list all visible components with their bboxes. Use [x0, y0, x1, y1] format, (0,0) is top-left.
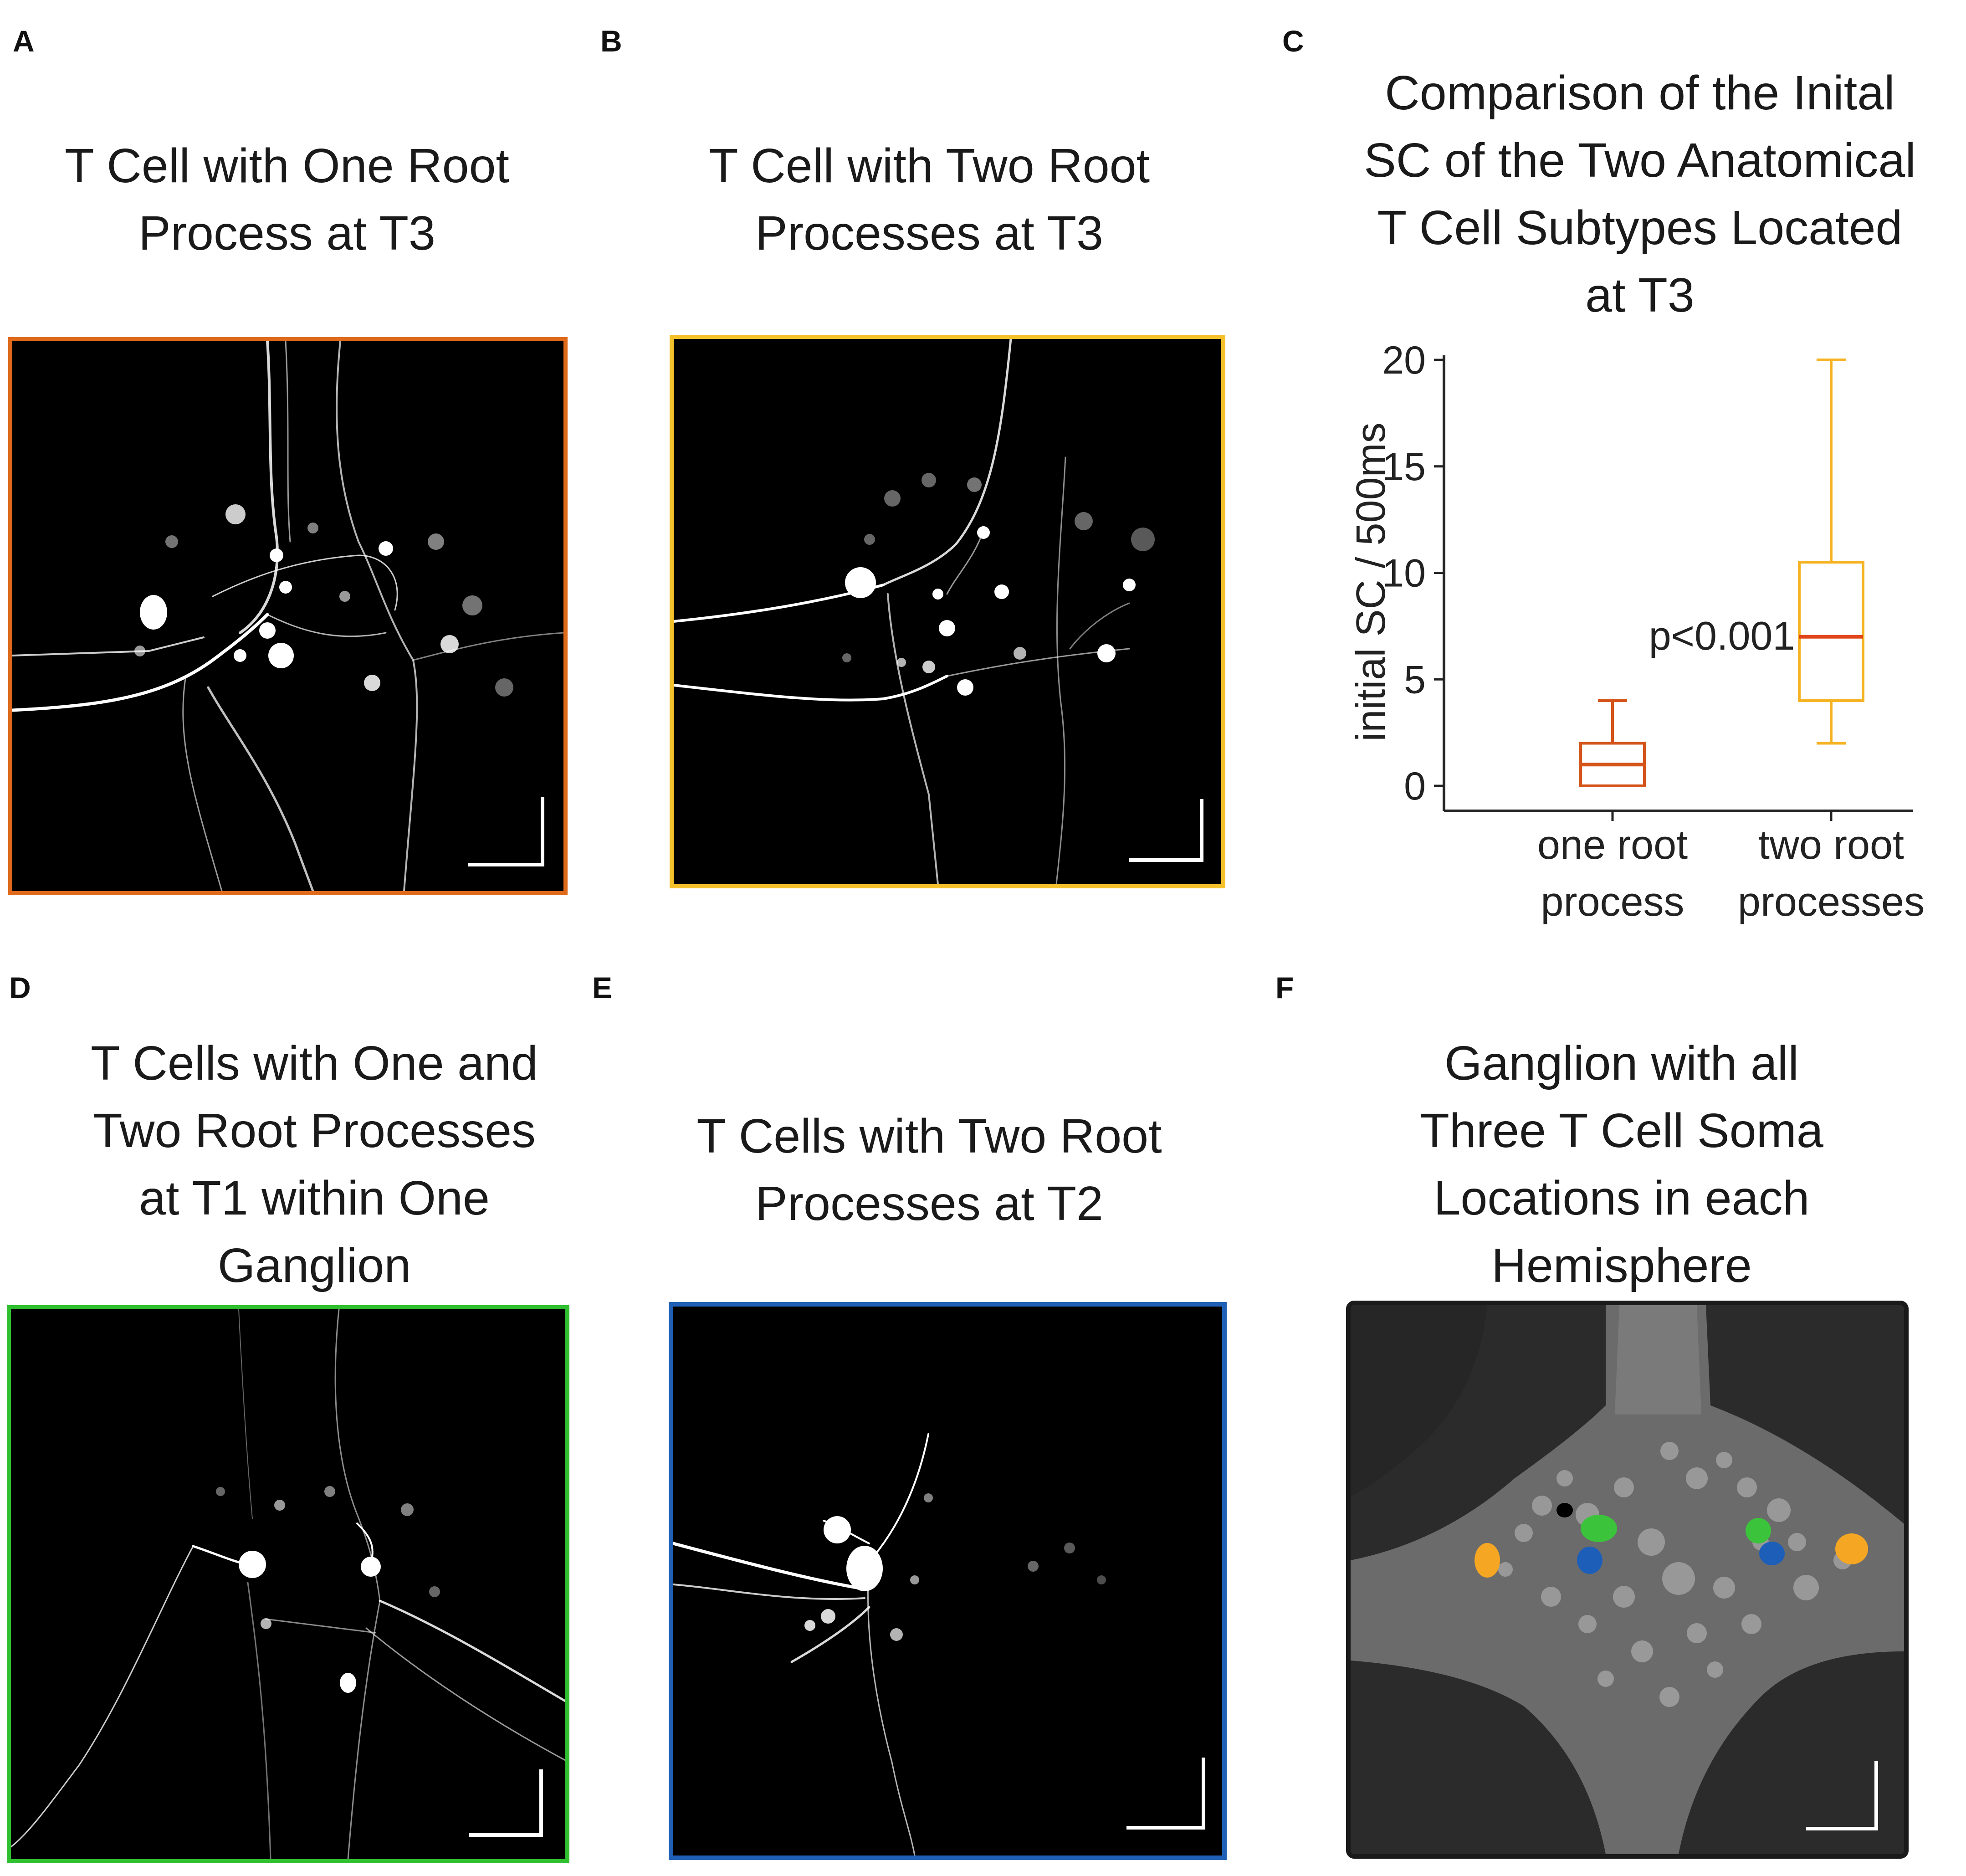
panel-e-title: T Cells with Two Root Processes at T2: [656, 1102, 1203, 1237]
boxplot-chart: 0 5 10 15 20 one root process two root processe…: [1348, 338, 1925, 925]
panel-f-title: Ganglion with all Three T Cell Soma Loca…: [1344, 1030, 1899, 1299]
y-tick-label: 10: [1382, 552, 1426, 595]
scale-bar: [1126, 1758, 1205, 1830]
panel-d-title-line-3: at T1 within One: [139, 1171, 490, 1225]
panel-b-micrograph: [670, 335, 1225, 888]
panel-b-title-line-1: T Cell with Two Root: [708, 139, 1150, 193]
y-tick-label: 5: [1404, 658, 1426, 702]
x-tick-label: one root: [1537, 822, 1688, 868]
orange-soma-marker: [1474, 1543, 1500, 1578]
panel-c-title: Comparison of the Inital SC of the Two A…: [1321, 59, 1959, 329]
panel-f-title-line-2: Three T Cell Soma: [1420, 1104, 1823, 1158]
panel-c-title-line-2: SC of the Two Anatomical: [1364, 133, 1916, 187]
green-soma-marker: [1581, 1515, 1617, 1542]
blue-soma-marker: [1577, 1547, 1602, 1574]
panel-e-micrograph: [669, 1302, 1227, 1860]
y-tick-label: 20: [1382, 338, 1426, 382]
panel-letter-b: B: [600, 24, 622, 58]
y-tick-label: 0: [1404, 764, 1426, 808]
panel-b-neuron-image: [674, 339, 1155, 884]
panel-a-neuron-image: [12, 341, 563, 891]
panel-d-title-line-2: Two Root Processes: [92, 1104, 536, 1158]
y-axis-label: initial SC / 500ms: [1348, 422, 1394, 741]
orange-soma-marker: [1835, 1533, 1868, 1564]
black-soma-marker: [1556, 1503, 1573, 1517]
chart-boxes: [1579, 359, 1864, 787]
panel-e-neuron-image: [673, 1433, 1106, 1855]
panel-c-title-line-1: Comparison of the Inital: [1385, 66, 1895, 120]
y-tick-label: 15: [1382, 445, 1426, 489]
panel-f-ganglion-image: [1351, 1305, 1904, 1854]
p-value-annotation: p<0.001: [1649, 613, 1795, 658]
panel-a-title-line-1: T Cell with One Root: [65, 139, 509, 193]
panel-letter-e: E: [592, 971, 613, 1005]
panel-letter-f: F: [1275, 971, 1294, 1005]
box-iqr: [1798, 561, 1864, 702]
panel-b-title-line-2: Processes at T3: [755, 206, 1103, 260]
scale-bar: [1806, 1761, 1878, 1830]
box-2: [1798, 359, 1864, 745]
panel-f-micrograph: [1346, 1301, 1909, 1859]
blue-soma-marker: [1759, 1542, 1785, 1565]
scale-bar: [469, 1769, 543, 1837]
chart-labels: one root process two root processes initial …: [1348, 422, 1925, 925]
panel-e-title-line-2: Processes at T2: [755, 1177, 1103, 1230]
panel-e-title-line-1: T Cells with Two Root: [696, 1109, 1162, 1163]
box-1: [1579, 699, 1646, 787]
panel-a-title: T Cell with One Root Process at T3: [14, 132, 560, 267]
panel-f-title-line-3: Locations in each: [1434, 1171, 1810, 1225]
scale-bar: [1129, 799, 1203, 862]
panel-c-title-line-4: at T3: [1585, 268, 1695, 322]
scale-bar: [468, 797, 544, 866]
x-tick-label: processes: [1738, 879, 1925, 925]
panel-d-neuron-image: [11, 1309, 565, 1859]
panel-d-title-line-1: T Cells with One and: [91, 1036, 538, 1090]
x-tick-label: two root: [1758, 822, 1904, 868]
panel-letter-c: C: [1282, 24, 1304, 58]
panel-letter-d: D: [9, 971, 31, 1005]
panel-b-title: T Cell with Two Root Processes at T3: [656, 132, 1203, 267]
chart-axes: 0 5 10 15 20: [1382, 338, 1913, 821]
green-soma-marker: [1746, 1518, 1771, 1543]
panel-letter-a: A: [13, 24, 35, 58]
panel-f-title-line-4: Hemisphere: [1491, 1239, 1752, 1292]
panel-d-title-line-4: Ganglion: [217, 1239, 411, 1292]
x-tick-label: process: [1541, 879, 1684, 925]
panel-d-title: T Cells with One and Two Root Processes …: [36, 1030, 592, 1299]
panel-c-title-line-3: T Cell Subtypes Located: [1377, 201, 1903, 255]
panel-d-micrograph: [7, 1305, 569, 1863]
panel-f-title-line-1: Ganglion with all: [1444, 1036, 1799, 1090]
panel-a-micrograph: [8, 337, 568, 895]
panel-a-title-line-2: Process at T3: [138, 206, 435, 260]
